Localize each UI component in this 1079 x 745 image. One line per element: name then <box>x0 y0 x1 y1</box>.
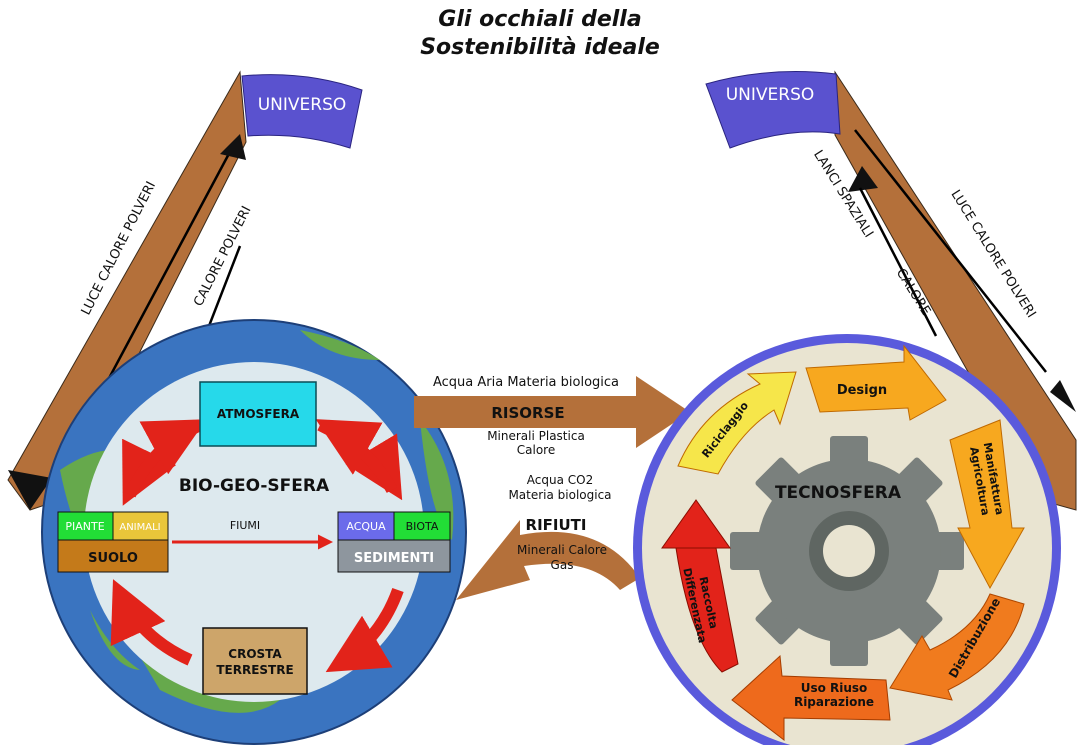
sedimenti-group: ACQUA BIOTA SEDIMENTI <box>337 511 451 573</box>
left-universe-box: UNIVERSO <box>241 74 363 149</box>
risorse-bottom-label-2: Calore <box>517 443 555 457</box>
bio-geo-sfera-label: BIO-GEO-SFERA <box>179 476 330 496</box>
tecno-cycle: Design Manifattura Agricoltura Distribuz… <box>661 344 1025 742</box>
risorse-arrow: Acqua Aria Materia biologica RISORSE Min… <box>414 375 690 457</box>
title-line-1: Gli occhiali della <box>438 7 642 32</box>
biota-label: BIOTA <box>406 520 439 533</box>
risorse-top-label: Acqua Aria Materia biologica <box>433 375 619 390</box>
uso-label-2: Riparazione <box>794 695 874 709</box>
left-up-arrow <box>220 134 246 160</box>
gear-icon <box>730 436 964 666</box>
crosta-label-1: CROSTA <box>228 647 282 661</box>
page-title: Gli occhiali della Sostenibilità ideale <box>360 6 720 62</box>
piante-label: PIANTE <box>65 520 104 533</box>
left-universe-label: UNIVERSO <box>258 95 347 115</box>
crosta-box: CROSTA TERRESTRE <box>202 627 308 695</box>
animali-label: ANIMALI <box>119 522 160 533</box>
crosta-label-2: TERRESTRE <box>216 663 293 677</box>
raccolta-arrow: Raccolta Differenzata <box>661 499 739 673</box>
manifattura-arrow: Manifattura Agricoltura <box>949 419 1025 590</box>
fiumi-arrow: FIUMI <box>172 519 333 550</box>
suolo-label: SUOLO <box>88 551 138 566</box>
tecnosfera-label: TECNOSFERA <box>775 483 902 503</box>
earth-cycle-arrows <box>110 419 404 673</box>
title-line-2: Sostenibilità ideale <box>420 35 660 60</box>
design-arrow: Design <box>805 344 947 421</box>
rifiuti-bottom-label-2: Gas <box>551 558 574 572</box>
right-up-arrow <box>848 166 878 192</box>
rifiuti-top-label-1: Acqua CO2 <box>527 473 593 487</box>
sedimenti-label: SEDIMENTI <box>354 551 434 566</box>
acqua-label: ACQUA <box>346 520 386 533</box>
uso-label-1: Uso Riuso <box>801 681 868 695</box>
atmosfera-label: ATMOSFERA <box>217 407 300 421</box>
fiumi-label: FIUMI <box>230 519 260 532</box>
right-universe-box: UNIVERSO <box>705 71 841 149</box>
rifiuti-bottom-label-1: Minerali Calore <box>517 543 607 557</box>
rifiuti-arrow: Acqua CO2 Materia biologica RIFIUTI Mine… <box>456 473 640 600</box>
suolo-group: PIANTE ANIMALI SUOLO <box>57 511 169 573</box>
risorse-bottom-label-1: Minerali Plastica <box>487 429 585 443</box>
uso-riuso-arrow: Uso Riuso Riparazione <box>731 654 891 742</box>
atmosfera-box: ATMOSFERA <box>199 381 317 447</box>
rifiuti-top-label-2: Materia biologica <box>508 488 611 502</box>
right-down-arrow <box>1050 380 1076 412</box>
risorse-label: RISORSE <box>491 404 564 422</box>
left-down-arrow <box>8 470 52 510</box>
design-label: Design <box>837 383 887 398</box>
right-universe-label: UNIVERSO <box>726 85 815 105</box>
rifiuti-label: RIFIUTI <box>526 516 587 534</box>
